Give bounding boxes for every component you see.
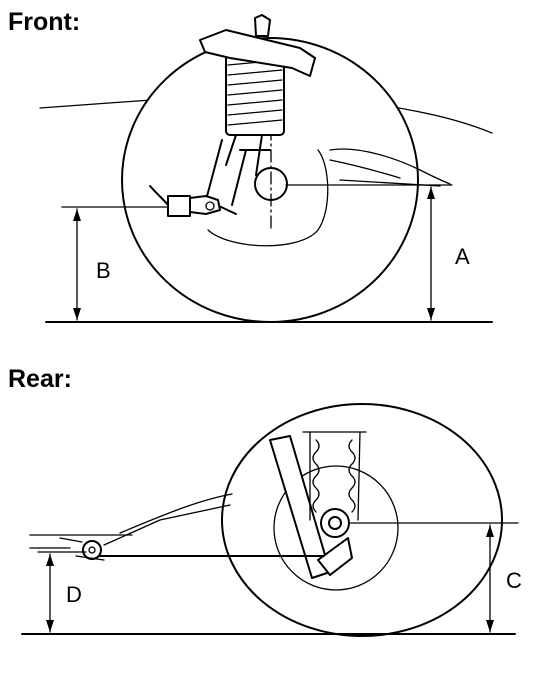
front-heading: Front:: [8, 8, 81, 36]
front-steering-knuckle: [205, 139, 271, 215]
front-dimension-a: A: [285, 184, 470, 321]
rear-shock-spring: [269, 431, 367, 579]
front-dimension-b-arrow-top: [73, 209, 81, 221]
rear-hub-nut: [328, 516, 342, 530]
front-dimension-a-arrow-top: [427, 187, 435, 199]
front-dimension-b: B: [61, 206, 169, 321]
front-view: B A: [39, 14, 493, 323]
rear-wheel: [221, 403, 503, 637]
front-dimension-b-arrow-bottom: [73, 308, 81, 320]
rear-body-line: [29, 534, 133, 549]
front-lower-arm: [149, 185, 221, 217]
rear-label-d: D: [66, 582, 82, 607]
rear-heading: Rear:: [8, 365, 72, 393]
front-label-b: B: [96, 258, 111, 283]
rear-dimension-c-arrow-top: [486, 525, 494, 537]
rear-hub: [320, 508, 350, 538]
rear-dimension-d-arrow-top: [46, 554, 54, 566]
rear-dimension-c-arrow-bottom: [486, 620, 494, 632]
front-brake-disc: [207, 149, 329, 247]
rear-dimension-d-arrow-bottom: [46, 620, 54, 632]
rear-view: D C: [21, 403, 522, 637]
rear-trailing-arm: [59, 493, 325, 561]
front-dimension-a-arrow-bottom: [427, 308, 435, 320]
rear-brake-drum: [273, 465, 399, 591]
rear-label-c: C: [506, 568, 522, 593]
front-label-a: A: [455, 244, 470, 269]
front-strut-spring: [199, 14, 316, 176]
rear-dimension-c: C: [349, 522, 522, 633]
rear-dimension-d: D: [37, 551, 87, 633]
